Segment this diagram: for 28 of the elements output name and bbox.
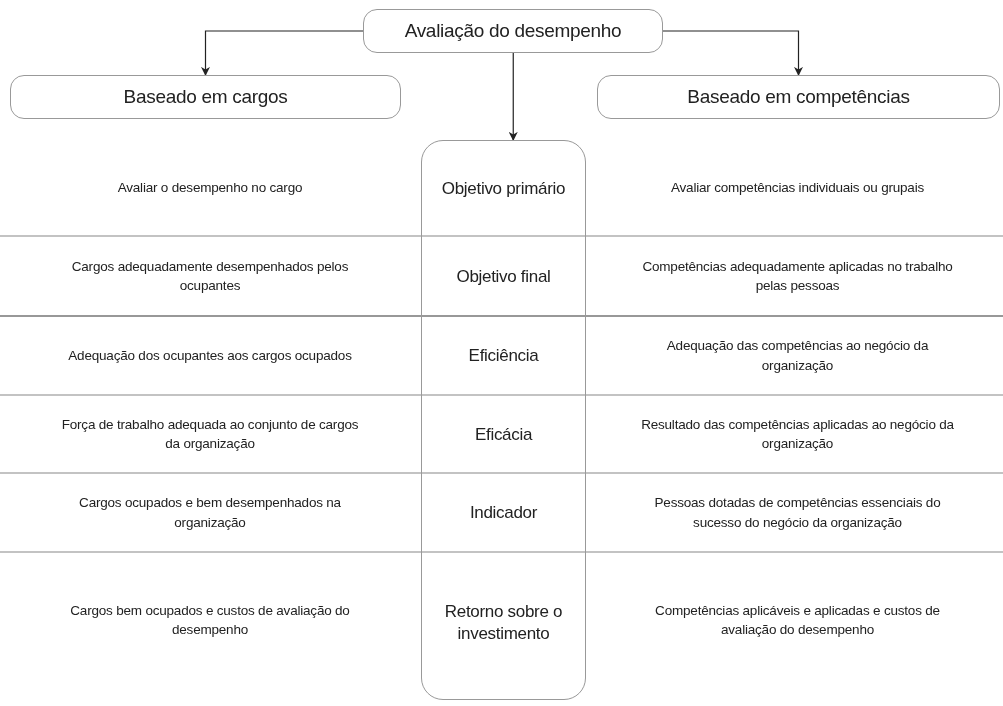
table-cell-text: Força de trabalho adequada ao conjunto de cargos da organização (60, 415, 360, 454)
table-cell-text: Avaliar o desempenho no cargo (116, 179, 304, 197)
criterion-text: Retorno sobre o investimento (443, 600, 564, 645)
table-cell-text: Adequação dos ocupantes aos cargos ocupados (67, 346, 353, 365)
table-cell-text: Adequação das competências ao negócio da organização (665, 337, 930, 375)
arrow (508, 52, 518, 141)
table-cell-text: Avaliar competências individuais ou grupais (669, 179, 926, 197)
arrow (201, 30, 364, 76)
table-cell-text: Pessoas dotadas de competências essenciais do sucesso do negócio da organização (653, 494, 942, 532)
criterion-text: Objetivo primário (441, 177, 566, 200)
table-cell-text: Competências aplicáveis e aplicadas e custos de avaliação do desempenho (654, 601, 941, 640)
arrow (662, 30, 803, 76)
category-text: Baseado em cargos (123, 86, 288, 108)
category-box (10, 75, 401, 119)
table-cell-text: Competências adequadamente aplicadas no trabalho pelas pessoas (641, 257, 954, 296)
title-text: Avaliação do desempenho (404, 20, 622, 42)
criterion-text: Objetivo final (456, 265, 551, 288)
title-box (363, 9, 663, 53)
category-text: Baseado em competências (687, 86, 910, 108)
criterion-text: Indicador (469, 502, 538, 525)
criterion-text: Eficácia (474, 423, 533, 446)
table-cell-text: Cargos adequadamente desempenhados pelos ocupantes (70, 257, 350, 296)
criteria-column (421, 140, 586, 700)
table-cell-text: Cargos bem ocupados e custos de avaliação do desempenho (69, 601, 351, 640)
table-cell-text: Resultado das competências aplicadas ao negócio da organização (640, 415, 955, 454)
table-cell-text: Cargos ocupados e bem desempenhados na organização (78, 494, 342, 532)
criterion-text: Eficiência (468, 345, 539, 368)
category-box (597, 75, 1000, 119)
